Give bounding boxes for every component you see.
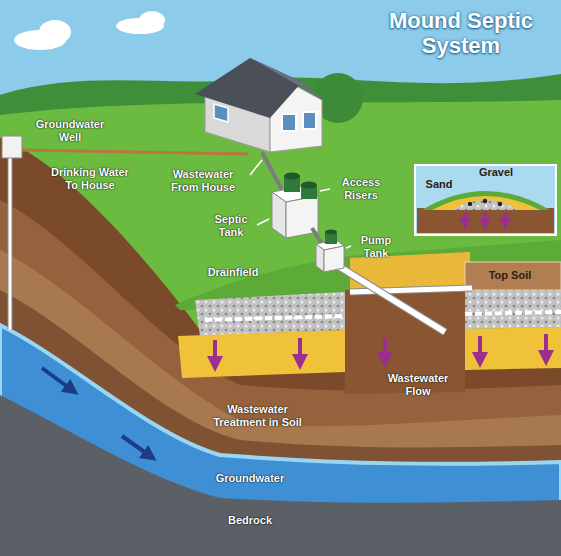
inset-panel <box>415 165 556 235</box>
water-line <box>22 150 248 154</box>
groundwater-arrow <box>122 436 150 456</box>
part-label: Groundwater Well <box>30 118 110 144</box>
inset-pipe <box>483 199 487 203</box>
flow-arrow <box>298 338 302 362</box>
gravel-bed <box>465 287 561 329</box>
part-label: Drinking Water To House <box>45 166 135 192</box>
title: Mound Septic System <box>372 8 550 58</box>
house-roof <box>195 58 302 118</box>
house-window <box>303 112 316 129</box>
access-riser-lid <box>284 173 300 180</box>
flow-arrow <box>383 338 387 360</box>
groundwater-layer <box>0 325 561 556</box>
inset-sand <box>432 196 540 210</box>
part-label: Sand <box>418 178 460 191</box>
sand-layer <box>465 327 561 370</box>
pressure-pipe <box>335 264 445 332</box>
lateral-pipe <box>465 312 561 314</box>
pump-tank-front <box>324 246 344 272</box>
part-label: Gravel <box>472 166 520 179</box>
part-label: Bedrock <box>195 514 305 527</box>
septic-tank-side <box>272 192 286 238</box>
part-label: Access Risers <box>332 176 390 202</box>
pump-tank-side <box>316 244 324 272</box>
bedrock-layer <box>0 395 561 556</box>
flow-arrow <box>484 212 487 224</box>
cloud <box>14 11 165 50</box>
well-pipe <box>9 158 12 330</box>
flow-arrow <box>464 212 467 224</box>
sewer-pipe <box>262 152 282 190</box>
sand-layer <box>178 330 345 378</box>
gravel-bed <box>195 292 345 336</box>
pipe-outline <box>8 158 13 330</box>
part-label: Septic Tank <box>205 213 257 239</box>
flow-arrow <box>213 340 217 364</box>
leader-line <box>250 160 262 175</box>
inset-mound <box>422 191 550 210</box>
leader-line <box>320 189 330 191</box>
part-label: Drainfield <box>198 266 268 279</box>
part-label: Top Soil <box>462 269 558 282</box>
house-roof-edge <box>250 58 326 102</box>
tank-pipe <box>312 228 322 244</box>
soil-layer <box>0 290 561 556</box>
access-riser-lid <box>301 182 317 189</box>
part-label: Wastewater Treatment in Soil <box>200 403 315 429</box>
lateral-pipe <box>205 316 345 320</box>
inset-pipe <box>498 202 502 206</box>
groundwater-arrow <box>42 368 72 390</box>
house-window <box>214 104 228 122</box>
soil-layer <box>0 250 561 556</box>
inset-pipe <box>468 202 472 206</box>
access-riser-lid <box>325 230 337 235</box>
part-label: Wastewater From House <box>160 168 246 194</box>
inset-ground <box>417 208 554 233</box>
soil-layer <box>0 200 561 556</box>
soil-layer <box>0 138 561 556</box>
part-label: Pump Tank <box>352 234 400 260</box>
pipe-outline <box>335 264 445 332</box>
flow-arrow <box>478 336 482 360</box>
cloud-part <box>139 11 165 29</box>
leader-line <box>257 219 269 225</box>
flow-arrow <box>504 212 507 224</box>
flow-arrow <box>544 334 548 358</box>
part-label: Groundwater <box>195 472 305 485</box>
part-label: Wastewater Flow <box>378 372 458 398</box>
house-window <box>282 114 296 131</box>
cloud-part <box>39 20 71 44</box>
leader-line <box>346 246 351 248</box>
well-head <box>2 136 22 158</box>
